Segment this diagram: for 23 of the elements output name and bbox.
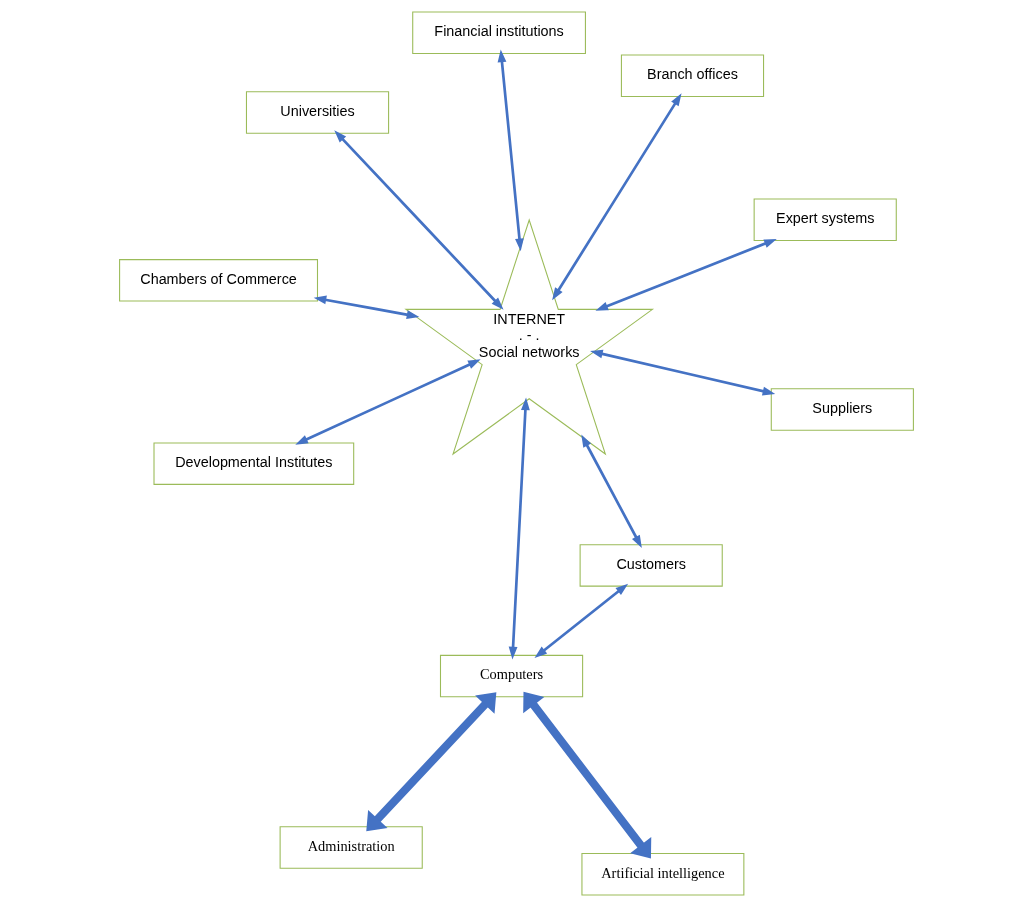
node-box: Computers [439, 654, 583, 698]
node-box: Artificial intelligence [580, 853, 744, 896]
arrow [580, 434, 642, 548]
arrow [589, 349, 775, 396]
arrow [365, 692, 496, 832]
node-box: Chambers of Commerce [118, 259, 318, 302]
node-box: Developmental Institutes [152, 442, 354, 485]
arrow [497, 49, 524, 252]
node-box: Expert systems [753, 198, 897, 241]
arrow [333, 130, 504, 310]
node-box: Customers [579, 544, 723, 587]
arrow [534, 583, 628, 658]
arrow [294, 359, 481, 445]
node-box: Financial institutions [411, 11, 586, 54]
node-box: Branch offices [620, 54, 764, 97]
node-box: Administration [279, 826, 423, 869]
node-box: Suppliers [770, 388, 914, 431]
arrow [313, 295, 419, 320]
arrow [594, 238, 777, 311]
arrow [551, 93, 682, 301]
node-box: Universities [245, 91, 389, 134]
arrow [522, 691, 651, 859]
arrow [508, 397, 530, 660]
